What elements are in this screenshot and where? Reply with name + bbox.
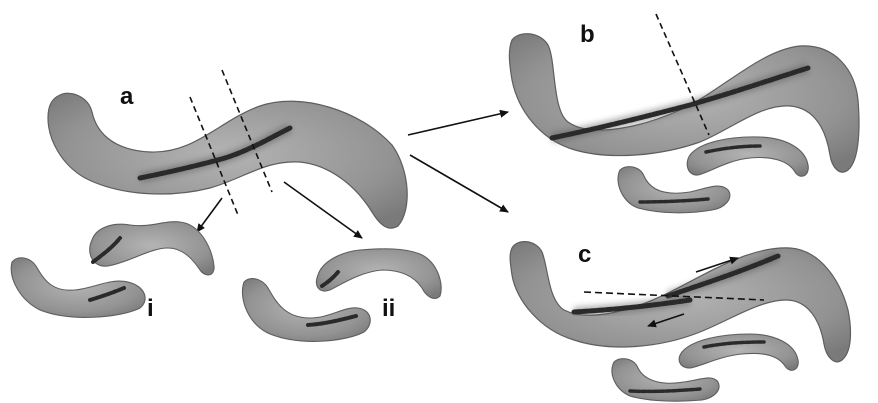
cell-b: b xyxy=(509,14,859,172)
label-i: i xyxy=(147,295,154,322)
label-ii: ii xyxy=(382,295,395,322)
cell-ii-top xyxy=(317,249,442,299)
cell-c-daughter-right xyxy=(679,334,798,370)
arrow-a-to-ii xyxy=(284,182,362,238)
label-a: a xyxy=(120,83,134,110)
cell-a: a xyxy=(48,70,407,228)
arrow-a-to-b xyxy=(408,112,508,135)
label-c: c xyxy=(578,241,591,268)
cell-c: c xyxy=(510,241,850,362)
cell-ii-bottom xyxy=(242,279,370,342)
cell-i-top xyxy=(90,222,214,275)
label-b: b xyxy=(580,21,595,48)
cell-c-daughter-left xyxy=(612,359,719,402)
cell-b-daughter-left xyxy=(618,167,730,213)
arrow-a-to-i xyxy=(197,198,222,232)
cell-i-bottom xyxy=(11,258,145,318)
cell-b-daughter-right xyxy=(687,137,808,176)
arrow-a-to-c xyxy=(410,155,508,212)
